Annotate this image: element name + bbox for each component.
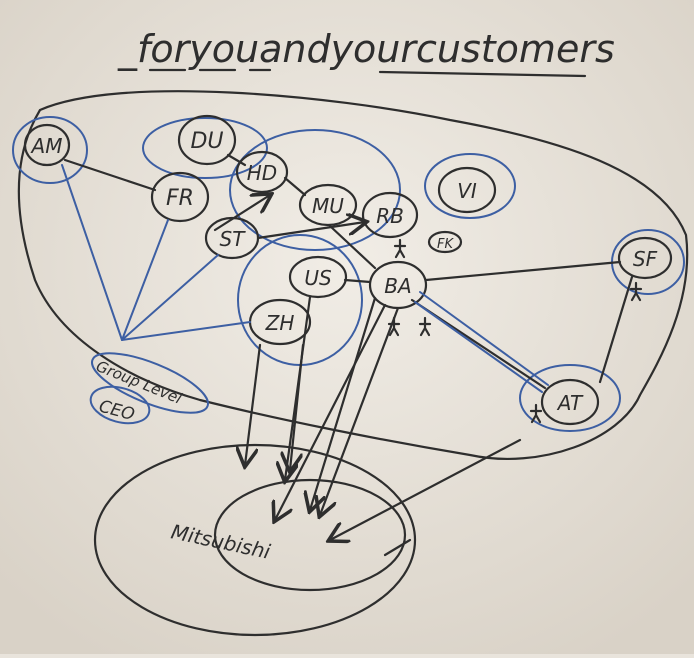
at-group-circle bbox=[519, 364, 621, 432]
svg-text:FK: FK bbox=[437, 237, 454, 252]
person-icons bbox=[387, 238, 643, 424]
svg-text:AT: AT bbox=[556, 391, 584, 415]
svg-text:ZH: ZH bbox=[265, 311, 295, 335]
node-FR: FR bbox=[150, 171, 210, 223]
node-HD: HD bbox=[235, 150, 289, 194]
svg-text:US: US bbox=[304, 266, 332, 290]
hd-mu-rb-group-circle bbox=[229, 129, 401, 251]
svg-text:BA: BA bbox=[384, 274, 411, 298]
connections-blue bbox=[61, 164, 549, 393]
node-AT: AT bbox=[540, 378, 600, 426]
svg-text:ST: ST bbox=[220, 227, 247, 251]
node-AM: AM bbox=[23, 123, 71, 167]
node-DU: DU bbox=[177, 114, 237, 166]
page-title: _foryouandyourcustomers bbox=[117, 27, 615, 71]
svg-text:VI: VI bbox=[457, 179, 477, 203]
title-underline bbox=[148, 68, 587, 78]
node-US: US bbox=[288, 255, 348, 299]
node-SF: SF bbox=[617, 236, 673, 280]
svg-text:SF: SF bbox=[633, 247, 658, 271]
fk-label: FK bbox=[427, 230, 463, 254]
am-group-circle bbox=[12, 116, 88, 184]
du-group-circle bbox=[142, 117, 268, 179]
node-ST: ST bbox=[204, 216, 260, 260]
arrows-to-customer bbox=[245, 295, 522, 557]
svg-text:DU: DU bbox=[190, 129, 223, 154]
svg-text:HD: HD bbox=[247, 161, 277, 185]
node-VI: VI bbox=[437, 166, 497, 214]
node-MU: MU bbox=[298, 183, 358, 227]
svg-text:FR: FR bbox=[166, 186, 194, 211]
svg-text:RB: RB bbox=[376, 204, 404, 228]
company-boundary bbox=[17, 90, 689, 460]
vi-group-circle bbox=[424, 153, 516, 219]
svg-text:AM: AM bbox=[30, 134, 63, 158]
svg-text:MU: MU bbox=[312, 194, 344, 218]
